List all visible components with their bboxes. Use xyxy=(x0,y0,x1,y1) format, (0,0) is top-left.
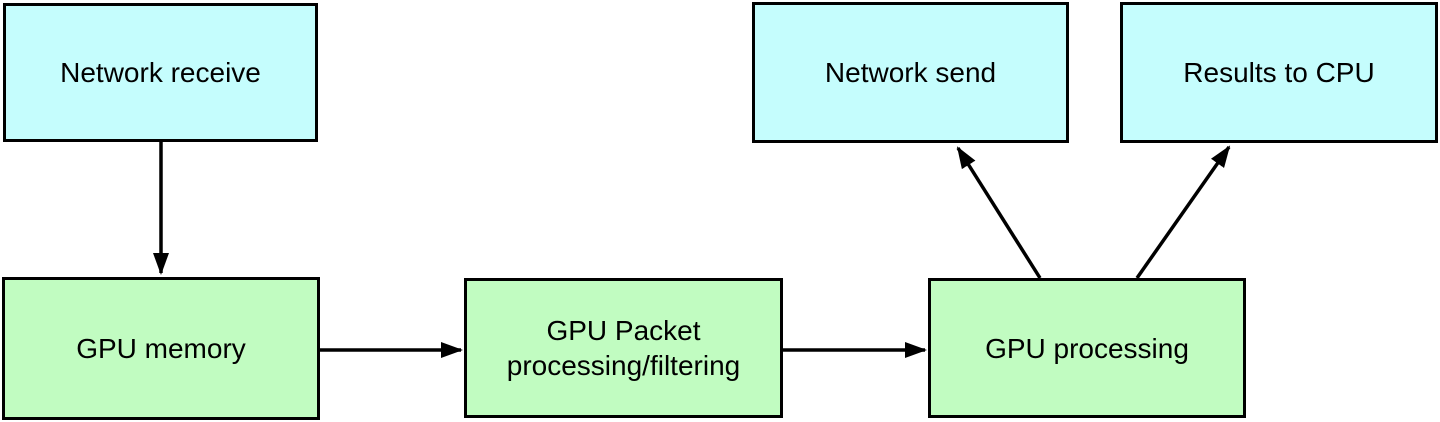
node-results-to-cpu: Results to CPU xyxy=(1120,2,1438,143)
node-network-receive-label: Network receive xyxy=(60,57,261,88)
node-gpu-processing: GPU processing xyxy=(928,278,1246,418)
node-gpu-packet-processing: GPU Packet processing/filtering xyxy=(464,278,783,418)
node-network-send: Network send xyxy=(752,2,1069,143)
arrow-gpu_processing-to-results_to_cpu xyxy=(1135,145,1231,280)
node-gpu-memory: GPU memory xyxy=(2,277,320,420)
node-network-receive: Network receive xyxy=(3,3,318,142)
node-results-to-cpu-label: Results to CPU xyxy=(1183,57,1375,88)
node-gpu-packet-processing-label: GPU Packet processing/filtering xyxy=(506,315,741,381)
node-network-send-label: Network send xyxy=(824,57,997,88)
node-gpu-memory-label: GPU memory xyxy=(76,333,246,364)
arrow-gpu_processing-to-network_send xyxy=(956,146,1042,279)
node-gpu-processing-label: GPU processing xyxy=(985,332,1189,364)
